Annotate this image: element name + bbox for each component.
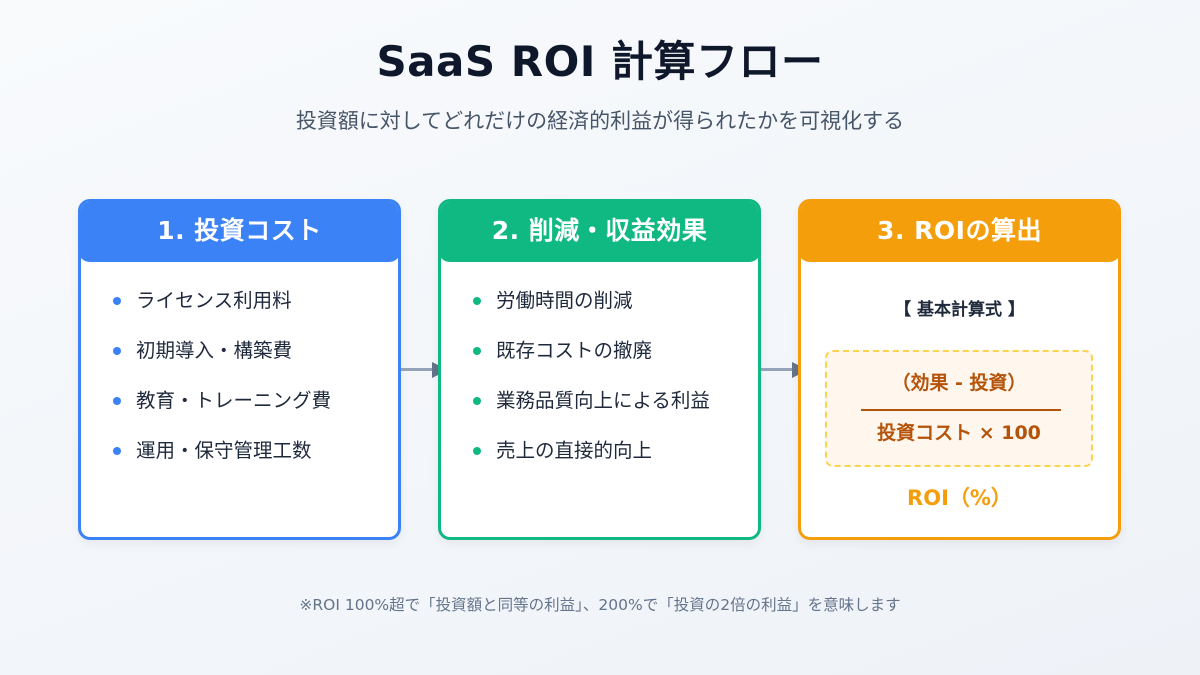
arrow-shaft bbox=[761, 368, 795, 371]
list-item-label: 売上の直接的向上 bbox=[496, 439, 653, 462]
list-item-label: 運用・保守管理工数 bbox=[136, 439, 312, 462]
formula-result: ROI（%） bbox=[907, 486, 1012, 510]
list-item: 運用・保守管理工数 bbox=[81, 434, 331, 484]
step-card-roi-calculation: 3. ROIの算出 【 基本計算式 】 （効果 - 投資） 投資コスト × 10… bbox=[798, 199, 1121, 540]
step-card-header: 1. 投資コスト bbox=[81, 202, 398, 262]
list-item-label: ライセンス利用料 bbox=[136, 289, 292, 312]
list-item: 業務品質向上による利益 bbox=[441, 384, 710, 434]
page-title: SaaS ROI 計算フロー bbox=[376, 37, 824, 86]
list-item-label: 労働時間の削減 bbox=[496, 289, 633, 312]
formula-denominator: 投資コスト × 100 bbox=[877, 422, 1041, 444]
list-item: 既存コストの撤廃 bbox=[441, 334, 710, 384]
step-card-savings-revenue: 2. 削減・収益効果 労働時間の削減 既存コストの撤廃 業務品質向上による利益 … bbox=[438, 199, 761, 540]
list-item: 売上の直接的向上 bbox=[441, 434, 710, 484]
list-item: 労働時間の削減 bbox=[441, 284, 710, 334]
list-item-label: 初期導入・構築費 bbox=[136, 339, 293, 362]
savings-revenue-list: 労働時間の削減 既存コストの撤廃 業務品質向上による利益 売上の直接的向上 bbox=[441, 284, 710, 484]
list-item: 教育・トレーニング費 bbox=[81, 384, 331, 434]
list-item-label: 既存コストの撤廃 bbox=[496, 339, 653, 362]
step-card-investment-cost: 1. 投資コスト ライセンス利用料 初期導入・構築費 教育・トレーニング費 運用… bbox=[78, 199, 401, 540]
arrow-shaft bbox=[401, 368, 435, 371]
formula-box: （効果 - 投資） 投資コスト × 100 bbox=[825, 350, 1093, 467]
bullet-icon bbox=[473, 447, 481, 455]
investment-cost-list: ライセンス利用料 初期導入・構築費 教育・トレーニング費 運用・保守管理工数 bbox=[81, 284, 331, 484]
bullet-icon bbox=[473, 347, 481, 355]
bullet-icon bbox=[473, 397, 481, 405]
bullet-icon bbox=[473, 297, 481, 305]
bullet-icon bbox=[113, 347, 121, 355]
list-item-label: 教育・トレーニング費 bbox=[136, 389, 332, 412]
formula-label: 【 基本計算式 】 bbox=[894, 300, 1025, 320]
page-subtitle: 投資額に対してどれだけの経済的利益が得られたかを可視化する bbox=[295, 109, 905, 133]
step-card-header: 2. 削減・収益効果 bbox=[441, 202, 758, 262]
bullet-icon bbox=[113, 397, 121, 405]
list-item: ライセンス利用料 bbox=[81, 284, 331, 334]
fraction-divider bbox=[861, 409, 1061, 411]
step-card-header: 3. ROIの算出 bbox=[801, 202, 1118, 262]
list-item: 初期導入・構築費 bbox=[81, 334, 331, 384]
list-item-label: 業務品質向上による利益 bbox=[496, 389, 710, 412]
bullet-icon bbox=[113, 447, 121, 455]
footnote: ※ROI 100%超で「投資額と同等の利益」、200%で「投資の2倍の利益」を意… bbox=[299, 596, 901, 614]
formula-numerator: （効果 - 投資） bbox=[891, 372, 1027, 394]
bullet-icon bbox=[113, 297, 121, 305]
